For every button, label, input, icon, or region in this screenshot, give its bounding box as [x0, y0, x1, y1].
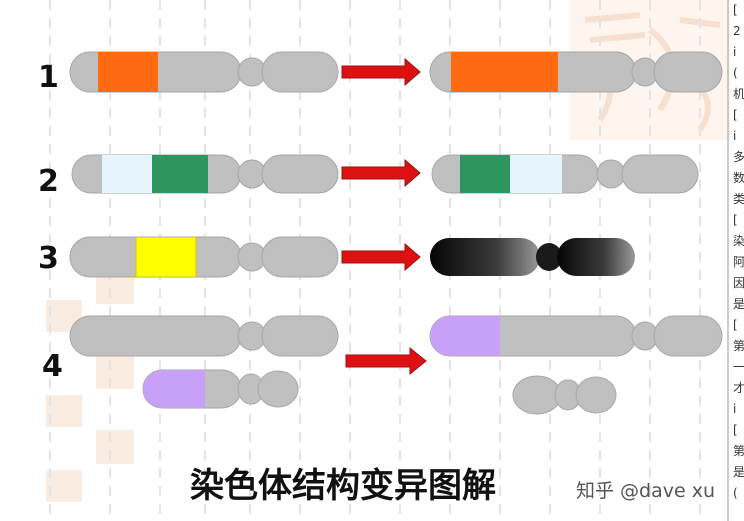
side-text-char: [: [733, 3, 738, 17]
green-segment: [152, 155, 208, 193]
row-number-1: 1: [38, 60, 59, 95]
side-text-char: (: [733, 66, 738, 80]
inverted-green-segment: [460, 155, 510, 193]
row4-original-upper-chromosome: [69, 315, 339, 357]
side-text-char: (: [733, 486, 738, 500]
watermark-credit: 知乎 @dave xu: [576, 480, 715, 502]
row2-result-chromosome: [431, 154, 699, 194]
side-text-char: 2: [733, 24, 741, 38]
row3-result-chromosome: [430, 238, 635, 276]
row3-original-chromosome: [69, 236, 339, 278]
light-blue-segment: [102, 155, 152, 193]
side-text-char: i: [733, 402, 736, 416]
row1-original-chromosome: [69, 51, 339, 93]
duplicated-orange-segment: [451, 52, 558, 92]
side-text-char: [: [733, 318, 738, 332]
translocated-purple-segment: [430, 316, 500, 356]
side-text-char: 才: [733, 381, 744, 395]
side-text-char: 数: [733, 170, 744, 185]
side-text-char: 多: [733, 150, 744, 164]
side-text-char: 阿: [733, 255, 744, 269]
row3-arrow: [341, 242, 421, 272]
row2-arrow: [341, 158, 421, 188]
side-text-char: 染: [733, 233, 744, 248]
purple-segment: [143, 370, 205, 408]
watermark-seal-small: [46, 270, 134, 502]
side-text-char: [: [733, 108, 738, 122]
side-text-char: 类: [733, 192, 744, 206]
row2-original-chromosome: [71, 154, 339, 194]
row-number-3: 3: [38, 241, 59, 276]
row1-arrow: [341, 57, 421, 87]
side-text-char: 机: [733, 87, 744, 101]
inverted-light-blue-segment: [510, 155, 562, 193]
side-text-char: 第: [733, 444, 744, 458]
row4-result-upper-chromosome: [429, 315, 723, 357]
side-text-char: i: [733, 45, 736, 59]
row-number-2: 2: [38, 164, 59, 199]
diagram-title: 染色体结构变异图解: [190, 466, 496, 506]
side-text-char: 因: [733, 276, 744, 290]
row-number-4: 4: [42, 349, 63, 384]
side-text-char: 第: [733, 339, 744, 353]
side-text-char: [: [733, 423, 738, 437]
side-text-char: [: [733, 213, 738, 227]
orange-segment: [98, 52, 158, 92]
row1-result-chromosome: [429, 51, 723, 93]
yellow-segment: [135, 237, 197, 277]
side-text-char: 是: [733, 465, 744, 479]
row4-arrow: [345, 346, 427, 376]
row4-original-lower-chromosome: [142, 369, 299, 409]
row4-result-lower-chromosome: [512, 375, 617, 415]
side-text-char: i: [733, 129, 736, 143]
side-text-char: 是: [733, 297, 744, 311]
side-text-char: 一: [733, 360, 744, 374]
